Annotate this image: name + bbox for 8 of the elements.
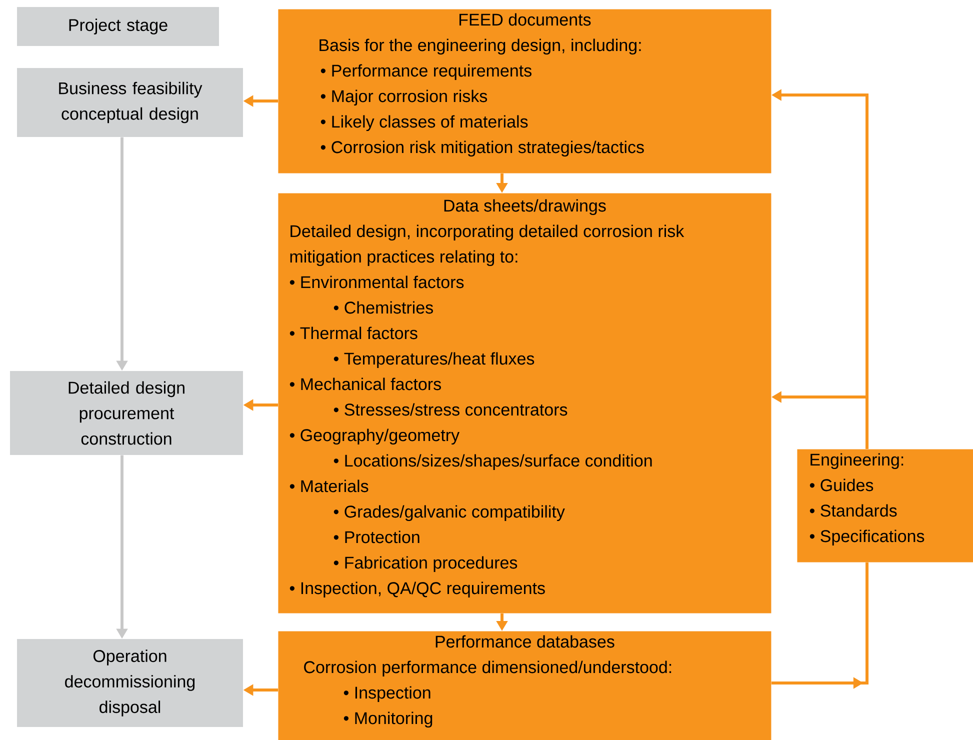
stage-box: Business feasibility conceptual design	[17, 68, 243, 137]
info-box: Data sheets/drawings Detailed design, incorporating detailed corrosion risk mitigation practices relating to: • Environmental factors • Chemistries • Thermal factors • Temperatures/heat fluxes • Mechanical factors • Stresses/stress concentrators • Geography/geometry • Locations/sizes/shapes/surface condition • Materials • Grades/galvanic compatibility • Protection • Fabrication procedures • Inspection, QA/QC requirements	[278, 193, 772, 614]
info-box: Performance databases Corrosion performance dimensioned/understood: • Inspection • Monitoring	[278, 631, 772, 740]
stage-box: Project stage	[17, 7, 219, 46]
info-box: Engineering: • Guides • Standards • Specifications	[797, 449, 973, 562]
info-box: FEED documents Basis for the engineering design, including: • Performance requirements • Major corrosion risks • Likely classes of materials • Corrosion risk mitigation strategies/tactics	[278, 9, 772, 174]
stage-box: Operation decommissioning disposal	[17, 639, 243, 727]
stage-box: Detailed design procurement construction	[10, 371, 243, 455]
